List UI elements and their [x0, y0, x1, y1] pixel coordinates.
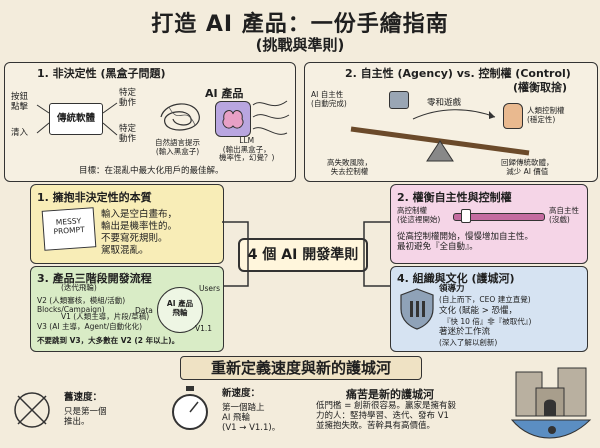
ai-product-label: AI 產品 — [205, 87, 244, 100]
workflow-label: 著迷於工作流 — [439, 327, 491, 337]
workflow-sub: (深入了解以創新) — [439, 338, 498, 347]
old-speed-title: 舊速度： — [64, 392, 103, 403]
card1-text: 輸入是空白畫布， 輸出是機率性的。 不要寫死規則。 駕馭混亂。 — [101, 209, 178, 256]
robot-icon — [389, 91, 409, 109]
phase-v1: V1 (人類主導，片段/草稿) — [61, 312, 150, 321]
scribble-icon — [160, 103, 200, 131]
panel-nondeterminism-goal: 目標：在混亂中最大化用戶的最佳解。 — [79, 166, 224, 176]
page-title: 打造 AI 產品：一份手繪指南 — [151, 12, 449, 37]
card-org-culture: 4. 組織與文化 (護城河) 領導力 (自上而下，CEO 建立直覺) 文化 (賦… — [390, 266, 588, 352]
flywheel-label: AI 產品 飛輪 — [166, 299, 194, 317]
input-clear: 清入 — [11, 128, 29, 138]
flywheel-data: Data — [135, 306, 153, 315]
agency-slider — [453, 213, 545, 221]
panel-nondeterminism: 1. 非決定性 (黑盒子問題) 按鈕 點擊 清入 傳統軟體 特定 動作 特定 動… — [4, 62, 296, 182]
card-embrace-nondeterminism: 1. 擁抱非決定性的本質 MESSY PROMPT 輸入是空白畫布， 輸出是機率… — [30, 184, 224, 264]
phase-v2: V2 (人類審核，模組/活動) Blocks/Campaign) — [37, 296, 126, 314]
card2-title: 2. 權衡自主性與控制權 — [397, 191, 512, 204]
leadership-label: 領導力 — [439, 284, 465, 294]
old-speed-icon — [14, 392, 50, 428]
castle-icon — [510, 367, 592, 439]
messy-prompt-text: MESSY PROMPT — [53, 216, 85, 236]
phase-v3: V3 (AI 主導，Agent/自動化化) — [37, 322, 143, 331]
high-control-label: 高控制權 (從這裡開始) — [397, 206, 441, 224]
old-speed-text: 只是第一個 推出。 — [64, 407, 107, 427]
high-risk-label: 高失敗風險， 失去控制權 — [327, 158, 372, 176]
input-button-click: 按鈕 點擊 — [11, 92, 29, 112]
leadership-sub: (自上而下，CEO 建立直覺) — [439, 295, 531, 304]
card-balance-agency: 2. 權衡自主性與控制權 高控制權 (從這裡開始) 高自主性 (沒戲) 從高控制… — [390, 184, 588, 264]
agency-slider-knob — [461, 209, 471, 223]
new-speed-title: 新速度： — [222, 388, 261, 399]
return-traditional-label: 回歸傳統軟體， 減少 AI 價值 — [501, 158, 554, 176]
card4-title: 4. 組織與文化 (護城河) — [397, 272, 515, 285]
flywheel-circle: AI 產品 飛輪 — [157, 287, 203, 333]
panel-nondeterminism-title: 1. 非決定性 (黑盒子問題) — [37, 67, 166, 80]
output-action-1: 特定 動作 — [119, 88, 137, 108]
connector-lines — [222, 221, 390, 287]
arrow-zero-sum — [412, 109, 496, 120]
shield-icon — [400, 288, 434, 330]
panel-agency-control: 2. 自主性 (Agency) vs. 控制權 (Control) (權衡取捨)… — [304, 62, 598, 182]
llm-label: LLM (輸出黑盒子， 機率性，幻覺？) — [219, 136, 275, 163]
messy-prompt-note: MESSY PROMPT — [41, 207, 97, 251]
stopwatch-icon — [172, 386, 208, 430]
card-three-phase: 3. 產品三階段開發流程 (迭代飛輪) V2 (人類審核，模組/活動) Bloc… — [30, 266, 224, 352]
traditional-arrows — [36, 102, 118, 136]
flywheel-v11: V1.1 — [195, 324, 213, 333]
new-speed-text: 第一個踏上 AI 飛輪 (V1 → V1.1)。 — [222, 403, 281, 433]
card3-footer: 不要跳到 V3，大多數在 V2 (2 年以上)。 — [37, 336, 180, 345]
human-control-label: 人類控制權 (穩定性) — [527, 106, 565, 124]
natural-language-prompt: 自然語言提示 (輸入黑盒子) — [155, 138, 200, 156]
ai-autonomy-label: AI 自主性 (自動完成) — [311, 90, 347, 108]
hand-icon — [503, 103, 523, 129]
high-agency-label: 高自主性 (沒戲) — [549, 206, 579, 224]
seesaw — [350, 126, 530, 162]
card1-title: 1. 擁抱非決定性的本質 — [37, 191, 152, 204]
center-principles-label: 4 個 AI 開發準則 — [247, 247, 359, 263]
card2-text: 從高控制權開始，慢慢增加自主性。 最初避免『全自動』。 — [397, 232, 534, 252]
output-action-2: 特定 動作 — [119, 124, 137, 144]
page-subtitle: (挑戰與準則) — [255, 36, 345, 54]
center-principles-box: 4 個 AI 開發準則 — [238, 238, 368, 272]
brain-icon — [215, 101, 251, 137]
flywheel-users: Users — [199, 284, 221, 293]
zero-sum-label: 零和遊戲 — [427, 98, 462, 108]
moat-title: 痛苦是新的護城河 — [346, 388, 434, 401]
card3-subtitle: (迭代飛輪) — [61, 283, 97, 292]
speed-moat-banner: 重新定義速度與新的護城河 — [180, 356, 422, 380]
moat-text: 低門檻 = 創新很容易。贏家是擁有毅 力的人：堅持學習、迭代、發布 V1 並擁抱… — [316, 401, 457, 431]
speed-moat-banner-label: 重新定義速度與新的護城河 — [210, 359, 391, 377]
panel-agency-subtitle: (權衡取捨) — [513, 81, 568, 94]
culture-sub: 『快 10 倍』非『被取代』) — [443, 317, 532, 326]
traditional-software-box: 傳統軟體 — [49, 103, 103, 135]
output-squiggles — [252, 100, 290, 135]
culture-label: 文化 (賦能 > 恐懼， — [439, 306, 518, 316]
card3-title: 3. 產品三階段開發流程 — [37, 272, 152, 285]
panel-agency-title: 2. 自主性 (Agency) vs. 控制權 (Control) — [345, 67, 571, 80]
